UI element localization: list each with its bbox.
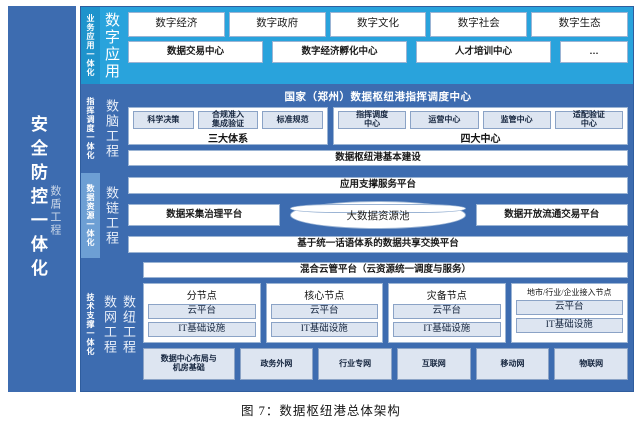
network-government-extranet[interactable]: 政务外网 bbox=[239, 348, 314, 380]
band1-project-label: 数字应用 bbox=[103, 11, 119, 80]
network-industry-private[interactable]: 行业专网 bbox=[318, 348, 392, 380]
band3-body: 应用支撑服务平台 数据采集治理平台 大数据资源池 数据开放流通交易平台 基于统一… bbox=[123, 173, 633, 258]
app-tile-digital-economy[interactable]: 数字经济 bbox=[128, 12, 225, 37]
band4-body: 混合云管平台（云资源统一调度与服务） 分节点 云平台 IT基础设施 核心节点 云… bbox=[138, 258, 633, 391]
center-operations[interactable]: 运营中心 bbox=[410, 111, 479, 129]
band1-body: 数字经济 数字政府 数字文化 数字社会 数字生态 数据交易中心 数字经济孵化中心… bbox=[123, 7, 633, 84]
app-tile-digital-culture[interactable]: 数字文化 bbox=[329, 12, 427, 37]
band-digital-application: 业务应用一体化 数字应用 数字经济 数字政府 数字文化 数字社会 数字生态 数据… bbox=[81, 7, 633, 84]
node-title-core: 核心节点 bbox=[304, 291, 345, 302]
band4-project-label-top: 数纽工程 bbox=[121, 294, 136, 355]
center-supervision[interactable]: 监管中心 bbox=[482, 111, 551, 129]
node-card-branch[interactable]: 分节点 云平台 IT基础设施 bbox=[143, 283, 261, 343]
security-sub-label: 数盾工程 bbox=[48, 185, 61, 237]
node-title-branch: 分节点 bbox=[186, 291, 217, 302]
application-support-platform-bar[interactable]: 应用支撑服务平台 bbox=[128, 177, 628, 194]
node-card-disaster-recovery[interactable]: 灾备节点 云平台 IT基础设施 bbox=[388, 283, 506, 343]
three-systems-group: 科学决策 合规准入 集成验证 标准规范 三大体系 bbox=[128, 107, 328, 145]
node-card-access[interactable]: 地市/行业/企业接入节点 云平台 IT基础设施 bbox=[510, 283, 628, 343]
data-open-circulation-trading-platform[interactable]: 数据开放流通交易平台 bbox=[475, 204, 628, 226]
node-access-cloud-platform[interactable]: 云平台 bbox=[515, 300, 623, 315]
app-tile-more[interactable]: … bbox=[560, 41, 628, 63]
band-digital-brain: 指挥调度一体化 数脑工程 国家（郑州）数据枢纽港指挥调度中心 科学决策 合规准入… bbox=[81, 84, 633, 173]
node-dr-it-infrastructure[interactable]: IT基础设施 bbox=[393, 322, 501, 337]
app-tile-digital-government[interactable]: 数字政府 bbox=[228, 12, 326, 37]
network-iot[interactable]: 物联网 bbox=[554, 348, 629, 380]
network-mobile[interactable]: 移动网 bbox=[475, 348, 550, 380]
system-standards-norms[interactable]: 标准规范 bbox=[262, 111, 324, 129]
system-scientific-decision[interactable]: 科学决策 bbox=[133, 111, 194, 129]
band1-integration-label: 业务应用一体化 bbox=[81, 7, 100, 84]
big-data-resource-pool-label: 大数据资源池 bbox=[346, 210, 410, 222]
big-data-resource-pool[interactable]: 大数据资源池 bbox=[290, 201, 466, 229]
layer-stack: 业务应用一体化 数字应用 数字经济 数字政府 数字文化 数字社会 数字生态 数据… bbox=[80, 6, 634, 392]
four-centers-group: 指挥调度 中心 运营中心 监管中心 适配验证 中心 四大中心 bbox=[333, 107, 628, 145]
node-title-access: 地市/行业/企业接入节点 bbox=[527, 288, 612, 297]
band2-project-label: 数脑工程 bbox=[104, 98, 119, 159]
band3-integration-label: 数据资源一体化 bbox=[81, 173, 100, 258]
node-dr-cloud-platform[interactable]: 云平台 bbox=[393, 304, 501, 319]
node-title-disaster-recovery: 灾备节点 bbox=[426, 291, 467, 302]
app-tile-digital-society[interactable]: 数字社会 bbox=[430, 12, 528, 37]
band3-project-label: 数链工程 bbox=[104, 185, 119, 246]
network-datacenter-layout[interactable]: 数据中心布局与 机房基础 bbox=[143, 348, 235, 380]
band4-project-labels: 数纽工程 数网工程 bbox=[100, 258, 138, 391]
band2-integration-label: 指挥调度一体化 bbox=[86, 97, 95, 160]
app-tile-talent-training[interactable]: 人才培训中心 bbox=[416, 41, 551, 63]
band2-body: 国家（郑州）数据枢纽港指挥调度中心 科学决策 合规准入 集成验证 标准规范 三大… bbox=[123, 84, 633, 173]
center-adaptation-verification[interactable]: 适配验证 中心 bbox=[554, 110, 623, 129]
digital-center-row: 数据交易中心 数字经济孵化中心 人才培训中心 … bbox=[128, 41, 628, 63]
node-core-it-infrastructure[interactable]: IT基础设施 bbox=[270, 322, 378, 337]
four-centers-caption: 四大中心 bbox=[460, 134, 501, 145]
band-data-chain: 数据资源一体化 数链工程 应用支撑服务平台 数据采集治理平台 大数据资源池 数据… bbox=[81, 173, 633, 258]
digital-domain-row: 数字经济 数字政府 数字文化 数字社会 数字生态 bbox=[128, 12, 628, 37]
three-systems-caption: 三大体系 bbox=[208, 134, 248, 145]
center-command-dispatch[interactable]: 指挥调度 中心 bbox=[338, 110, 407, 129]
band4-project-label-bottom: 数网工程 bbox=[102, 294, 117, 355]
security-main-label: 安全防控一体化 bbox=[27, 115, 47, 283]
app-tile-economy-incubator[interactable]: 数字经济孵化中心 bbox=[272, 41, 407, 63]
node-core-cloud-platform[interactable]: 云平台 bbox=[270, 304, 378, 319]
command-center-title: 国家（郑州）数据枢纽港指挥调度中心 bbox=[284, 91, 472, 103]
figure-caption: 图 7：数据枢纽港总体架构 bbox=[241, 404, 401, 418]
data-collection-governance-platform[interactable]: 数据采集治理平台 bbox=[128, 204, 281, 226]
system-compliance-access[interactable]: 合规准入 集成验证 bbox=[197, 110, 259, 129]
security-column: 安全防控一体化 数盾工程 bbox=[8, 6, 76, 392]
band-technical-support: 技术支撑一体化 数纽工程 数网工程 混合云管平台（云资源统一调度与服务） 分节点… bbox=[81, 258, 633, 391]
app-tile-digital-ecology[interactable]: 数字生态 bbox=[531, 12, 628, 37]
band4-integration-label: 技术支撑一体化 bbox=[86, 293, 95, 356]
network-internet[interactable]: 互联网 bbox=[396, 348, 471, 380]
node-card-core[interactable]: 核心节点 云平台 IT基础设施 bbox=[265, 283, 383, 343]
node-branch-it-infrastructure[interactable]: IT基础设施 bbox=[148, 322, 256, 337]
basic-construction-bar[interactable]: 数据枢纽港基本建设 bbox=[128, 150, 628, 166]
unified-discourse-sharing-platform-bar[interactable]: 基于统一话语体系的数据共享交换平台 bbox=[128, 236, 628, 253]
hybrid-cloud-platform-bar[interactable]: 混合云管平台（云资源统一调度与服务） bbox=[143, 262, 628, 278]
node-branch-cloud-platform[interactable]: 云平台 bbox=[148, 304, 256, 319]
node-access-it-infrastructure[interactable]: IT基础设施 bbox=[515, 318, 623, 333]
app-tile-data-trading-center[interactable]: 数据交易中心 bbox=[128, 41, 263, 63]
